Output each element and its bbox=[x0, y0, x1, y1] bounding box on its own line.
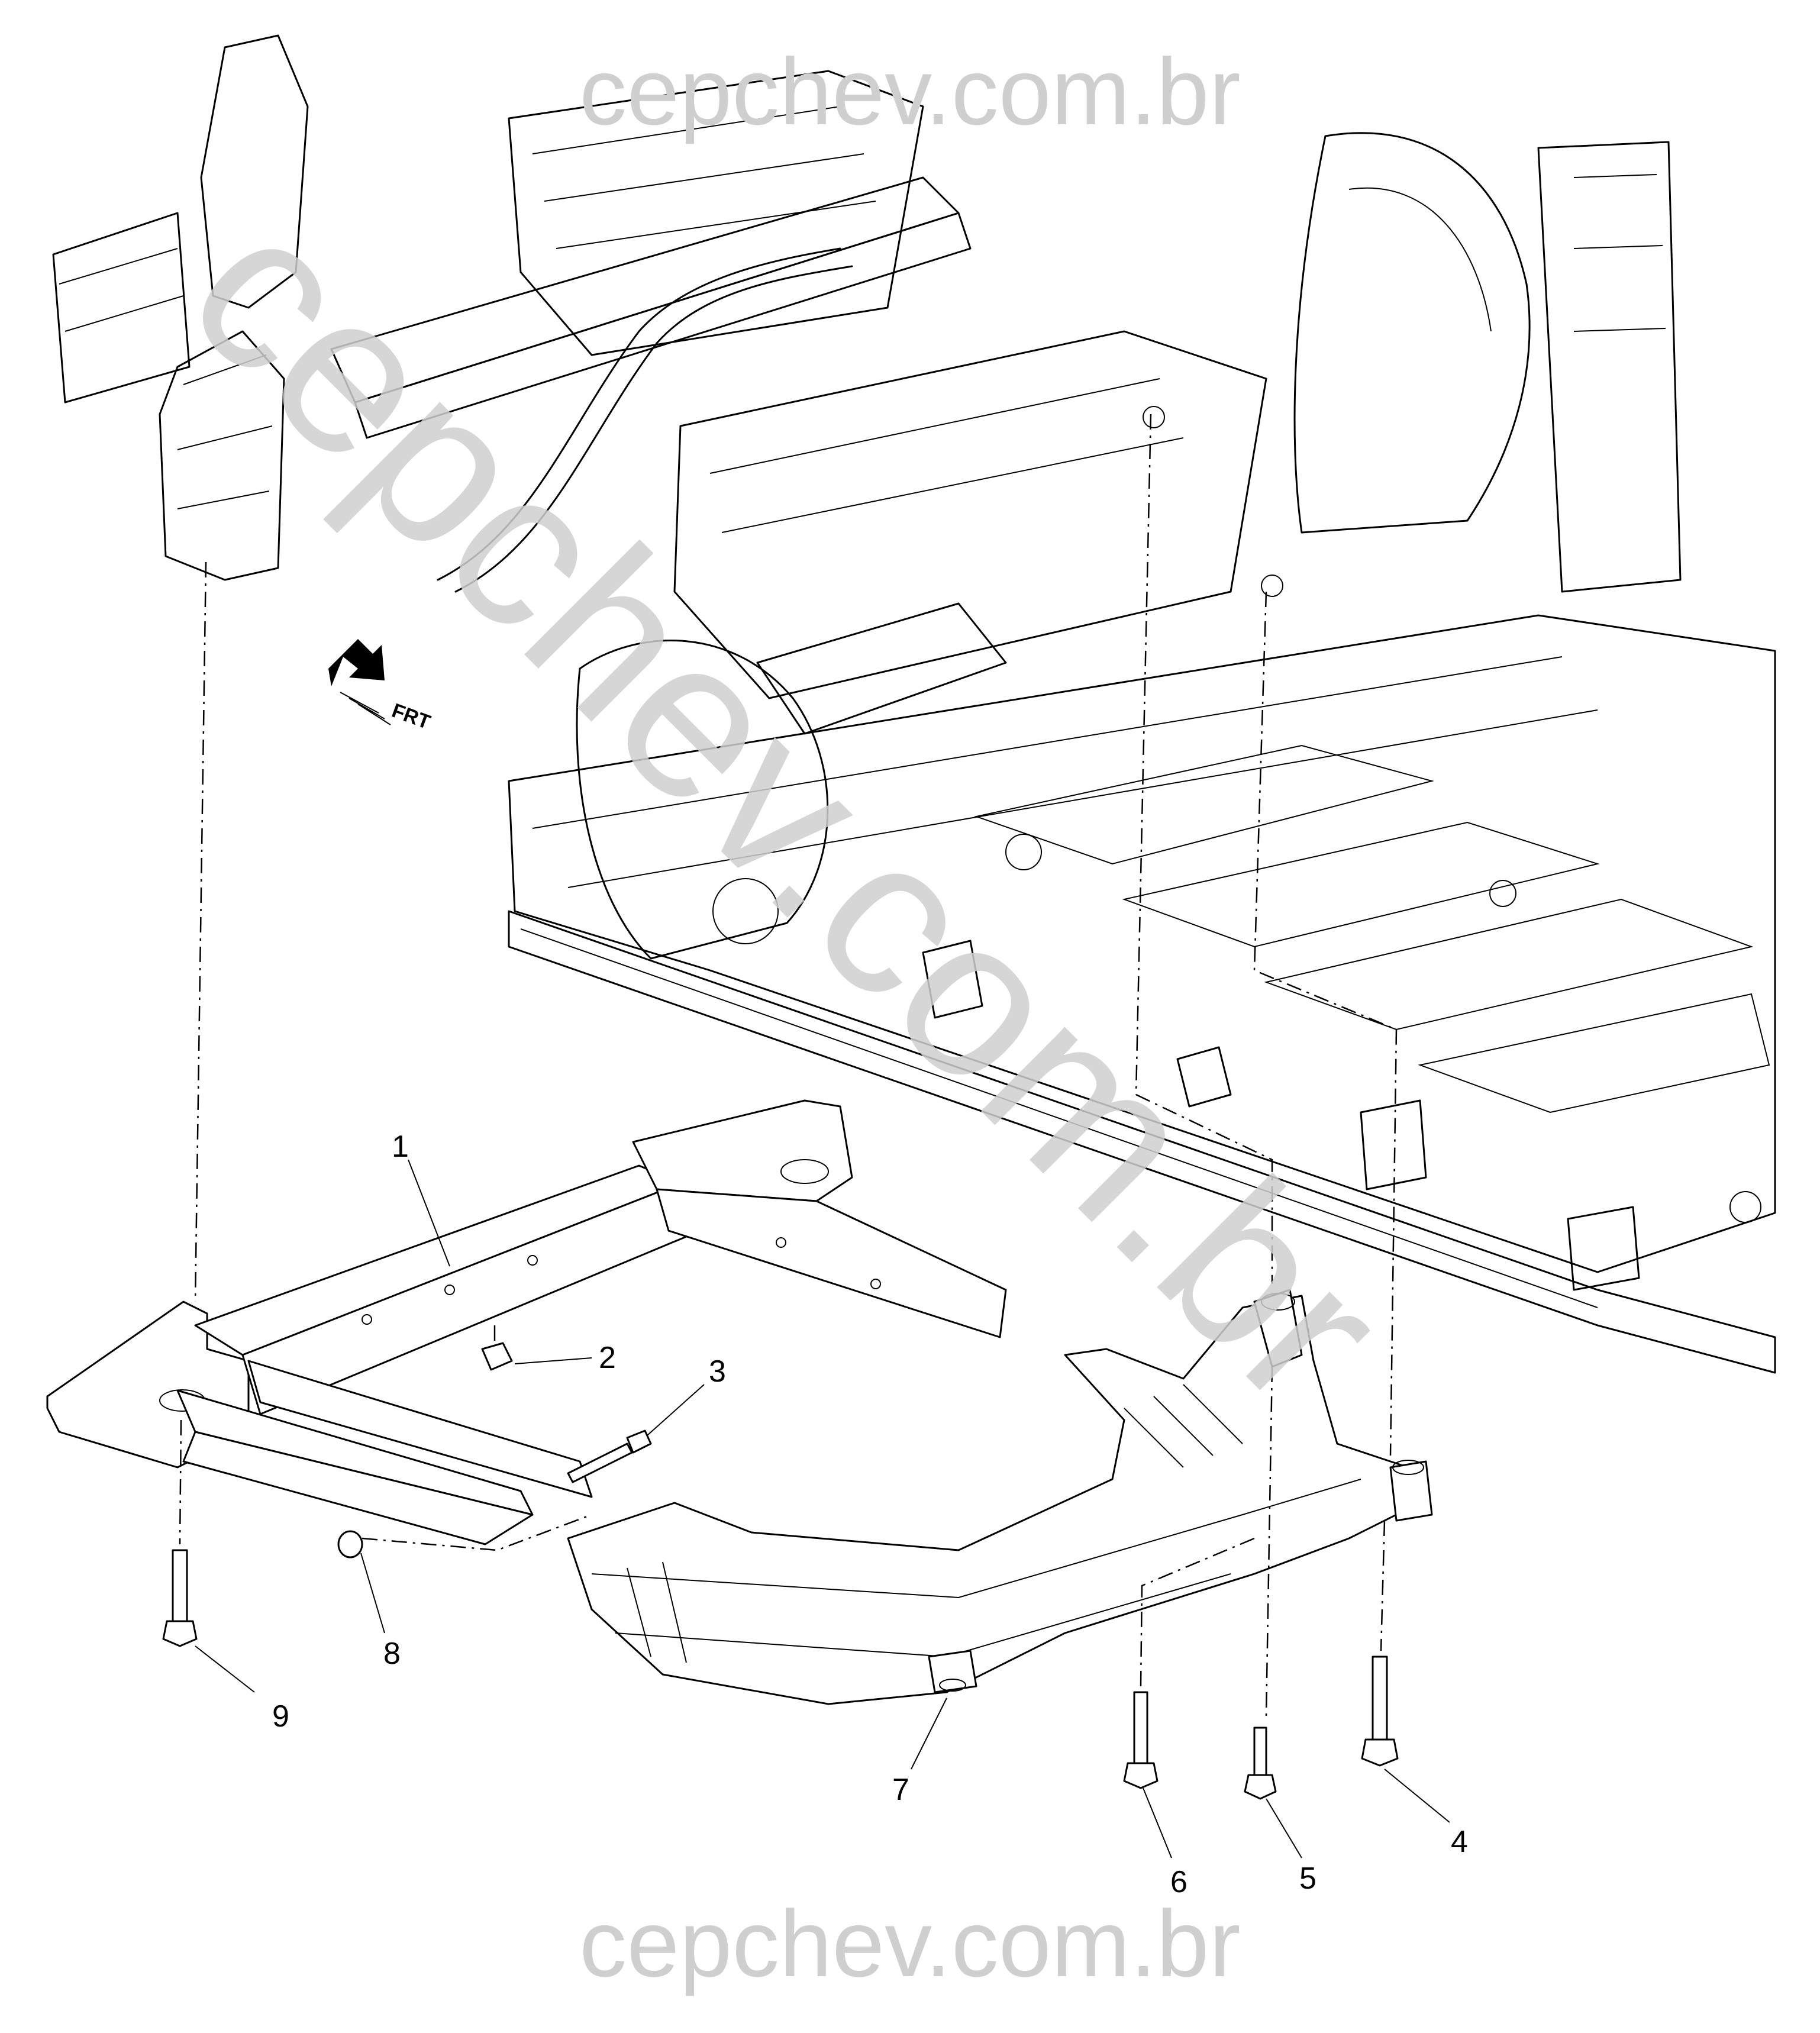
front-direction-label: FRT bbox=[389, 699, 433, 734]
bolt-6 bbox=[1123, 1691, 1159, 1789]
callout-1: 1 bbox=[392, 1130, 409, 1164]
washer bbox=[337, 1530, 363, 1558]
callout-9: 9 bbox=[272, 1699, 289, 1734]
bolt-4 bbox=[1361, 1656, 1399, 1767]
watermark-bottom: cepchev.com.br bbox=[579, 1890, 1241, 1996]
callout-5: 5 bbox=[1299, 1861, 1316, 1896]
callout-labels: 1 2 3 4 5 6 7 8 9 bbox=[272, 1130, 1468, 1899]
callout-4: 4 bbox=[1451, 1825, 1468, 1859]
front-direction-arrow: FRT bbox=[328, 639, 434, 734]
frame-assembly bbox=[46, 1099, 1007, 1545]
nut-clip bbox=[481, 1342, 513, 1371]
bolt-9 bbox=[162, 1549, 198, 1647]
watermarks: cepchev.com.br cepchev.com.br cepchev.co… bbox=[143, 38, 1432, 1996]
callout-3: 3 bbox=[709, 1354, 726, 1389]
subframe bbox=[567, 1289, 1433, 1705]
front-direction-arrow-icon bbox=[328, 639, 385, 686]
bolt-5 bbox=[1244, 1727, 1277, 1800]
callout-6: 6 bbox=[1170, 1865, 1187, 1899]
callout-leaders bbox=[195, 1159, 1450, 1858]
fasteners bbox=[162, 1342, 1399, 1800]
watermark-top: cepchev.com.br bbox=[579, 38, 1241, 144]
vehicle-body-underside bbox=[52, 34, 1776, 1374]
callout-8: 8 bbox=[383, 1637, 401, 1671]
bolt-3 bbox=[567, 1429, 652, 1483]
callout-7: 7 bbox=[892, 1773, 909, 1807]
callout-2: 2 bbox=[599, 1341, 616, 1375]
alignment-lines bbox=[179, 414, 1398, 1716]
